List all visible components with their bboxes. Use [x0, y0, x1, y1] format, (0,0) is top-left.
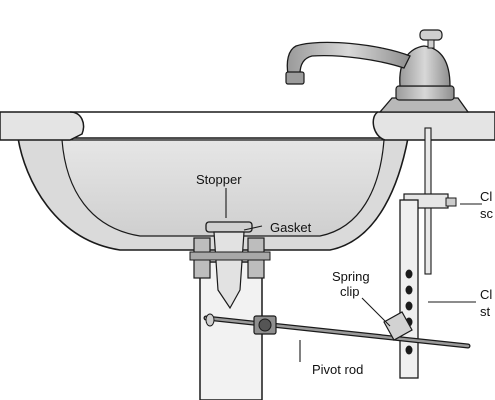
- leader-lines: [225, 188, 482, 362]
- faucet: [285, 29, 470, 113]
- gasket: [189, 237, 271, 279]
- gasket-label: Gasket: [270, 220, 312, 235]
- clevis-screw-label-line2: sc: [480, 206, 494, 221]
- pivot-rod-label: Pivot rod: [312, 362, 363, 377]
- stopper-label: Stopper: [196, 172, 242, 187]
- clevis-strap-label-line2: st: [480, 304, 491, 319]
- clevis-strap: [399, 199, 419, 379]
- pivot-rod: [203, 313, 471, 349]
- clevis-strap-label-line1: Cl: [480, 287, 492, 302]
- spring-clip-label-line1: Spring: [332, 269, 370, 284]
- stopper: [205, 221, 253, 310]
- spring-clip-label-line2: clip: [340, 284, 360, 299]
- clevis-screw-label-line1: Cl: [480, 189, 492, 204]
- spring-clip: [383, 311, 413, 341]
- sink-basin: [0, 111, 495, 251]
